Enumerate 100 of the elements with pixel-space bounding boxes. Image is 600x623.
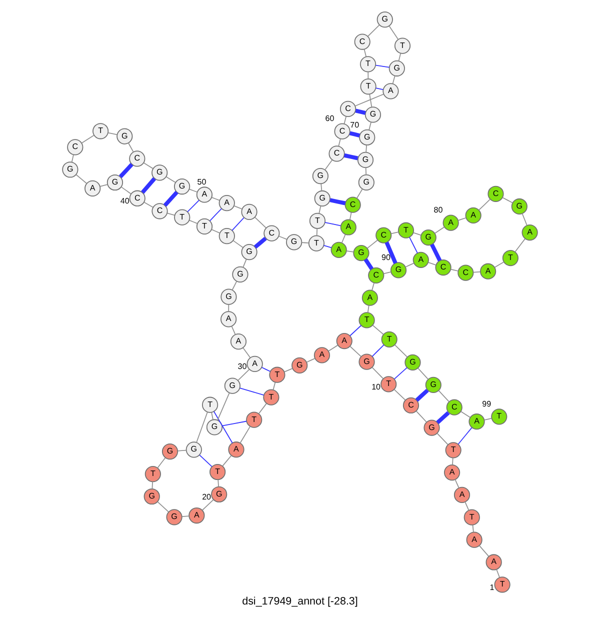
connector xyxy=(222,420,247,426)
node-circle: T xyxy=(358,312,375,328)
connector xyxy=(450,268,459,272)
node-circle: G xyxy=(241,244,258,260)
connector xyxy=(166,212,175,216)
node-circle: T xyxy=(263,389,280,406)
connector xyxy=(458,217,466,221)
node-circle: T xyxy=(309,212,326,229)
node-circle: G xyxy=(390,262,407,278)
connector xyxy=(228,304,230,312)
connector xyxy=(166,176,176,183)
node-circle: A xyxy=(246,356,263,372)
connector xyxy=(464,501,470,511)
connector xyxy=(242,258,247,268)
connector xyxy=(369,94,372,108)
connector xyxy=(261,366,271,372)
node-circle: G xyxy=(359,129,376,146)
connector xyxy=(232,217,244,231)
connector xyxy=(350,324,362,336)
connector xyxy=(211,412,214,420)
connector xyxy=(412,232,422,236)
node-circle: T xyxy=(246,412,262,428)
node-circle: T xyxy=(308,235,324,252)
node-circle: A xyxy=(412,252,429,268)
connector xyxy=(143,162,154,169)
node-circle: C xyxy=(264,225,280,242)
connector xyxy=(502,197,514,204)
node-circle: C xyxy=(458,264,474,281)
node-circle: G xyxy=(211,486,228,502)
node-circle: C xyxy=(354,34,370,50)
node-circle: G xyxy=(62,162,78,178)
connector xyxy=(366,240,378,249)
connector xyxy=(372,282,374,291)
node-circle: A xyxy=(230,334,247,350)
connector xyxy=(354,94,384,106)
connector xyxy=(405,262,414,268)
connector xyxy=(163,190,178,207)
connector xyxy=(188,220,198,224)
node-circle: A xyxy=(84,180,101,196)
node-circle: G xyxy=(174,178,190,195)
connector xyxy=(182,516,190,518)
connector xyxy=(367,304,370,314)
connector xyxy=(144,202,154,208)
connector xyxy=(356,188,363,199)
connector xyxy=(238,368,250,381)
node-circle: C xyxy=(129,190,146,206)
node-circle: G xyxy=(162,443,178,460)
node-label: 30 xyxy=(238,362,247,372)
connector xyxy=(199,454,212,468)
node-circle: T xyxy=(196,218,213,234)
connector xyxy=(71,154,74,162)
node-circle: G xyxy=(186,442,202,458)
node-label: 90 xyxy=(381,253,390,262)
connector xyxy=(460,411,471,418)
node-circle: A xyxy=(468,414,485,430)
node-circle: T xyxy=(491,408,508,425)
node-circle: A xyxy=(220,311,237,328)
connector xyxy=(349,212,352,220)
connector xyxy=(177,450,187,452)
node-circle: C xyxy=(446,399,462,416)
connector xyxy=(390,232,399,234)
connector xyxy=(254,236,267,249)
node-circle: A xyxy=(228,442,244,458)
connector xyxy=(416,410,427,423)
node-circle: A xyxy=(196,186,212,203)
connector xyxy=(157,501,170,512)
connector xyxy=(368,72,369,80)
connector xyxy=(209,208,222,222)
connector xyxy=(394,389,406,400)
node-circle: G xyxy=(424,420,440,436)
connector xyxy=(187,200,200,212)
connector xyxy=(368,24,380,37)
connector xyxy=(394,344,408,358)
connector xyxy=(254,216,267,228)
node-circle: A xyxy=(480,263,496,280)
node-circle: T xyxy=(202,396,218,413)
node-label: 1 xyxy=(490,582,494,592)
connector xyxy=(341,234,346,244)
connector xyxy=(196,412,208,443)
node-circle: A xyxy=(465,207,482,224)
node-circle: G xyxy=(144,488,160,505)
connector xyxy=(372,366,384,379)
node-circle: C xyxy=(334,123,350,140)
node-circle: T xyxy=(92,123,109,140)
connector xyxy=(394,367,408,380)
connector xyxy=(324,160,333,170)
connector xyxy=(81,134,94,144)
connector xyxy=(472,271,481,273)
node-circle: G xyxy=(220,288,237,305)
connector xyxy=(316,228,318,236)
node-circle: T xyxy=(445,442,462,458)
connector xyxy=(128,142,134,152)
connector xyxy=(157,457,166,468)
node-circle: C xyxy=(344,196,361,213)
connector xyxy=(284,368,293,372)
connector xyxy=(344,153,358,160)
connector xyxy=(278,236,288,240)
node-circle: A xyxy=(330,242,347,258)
connector xyxy=(478,545,490,557)
connector xyxy=(392,76,396,84)
